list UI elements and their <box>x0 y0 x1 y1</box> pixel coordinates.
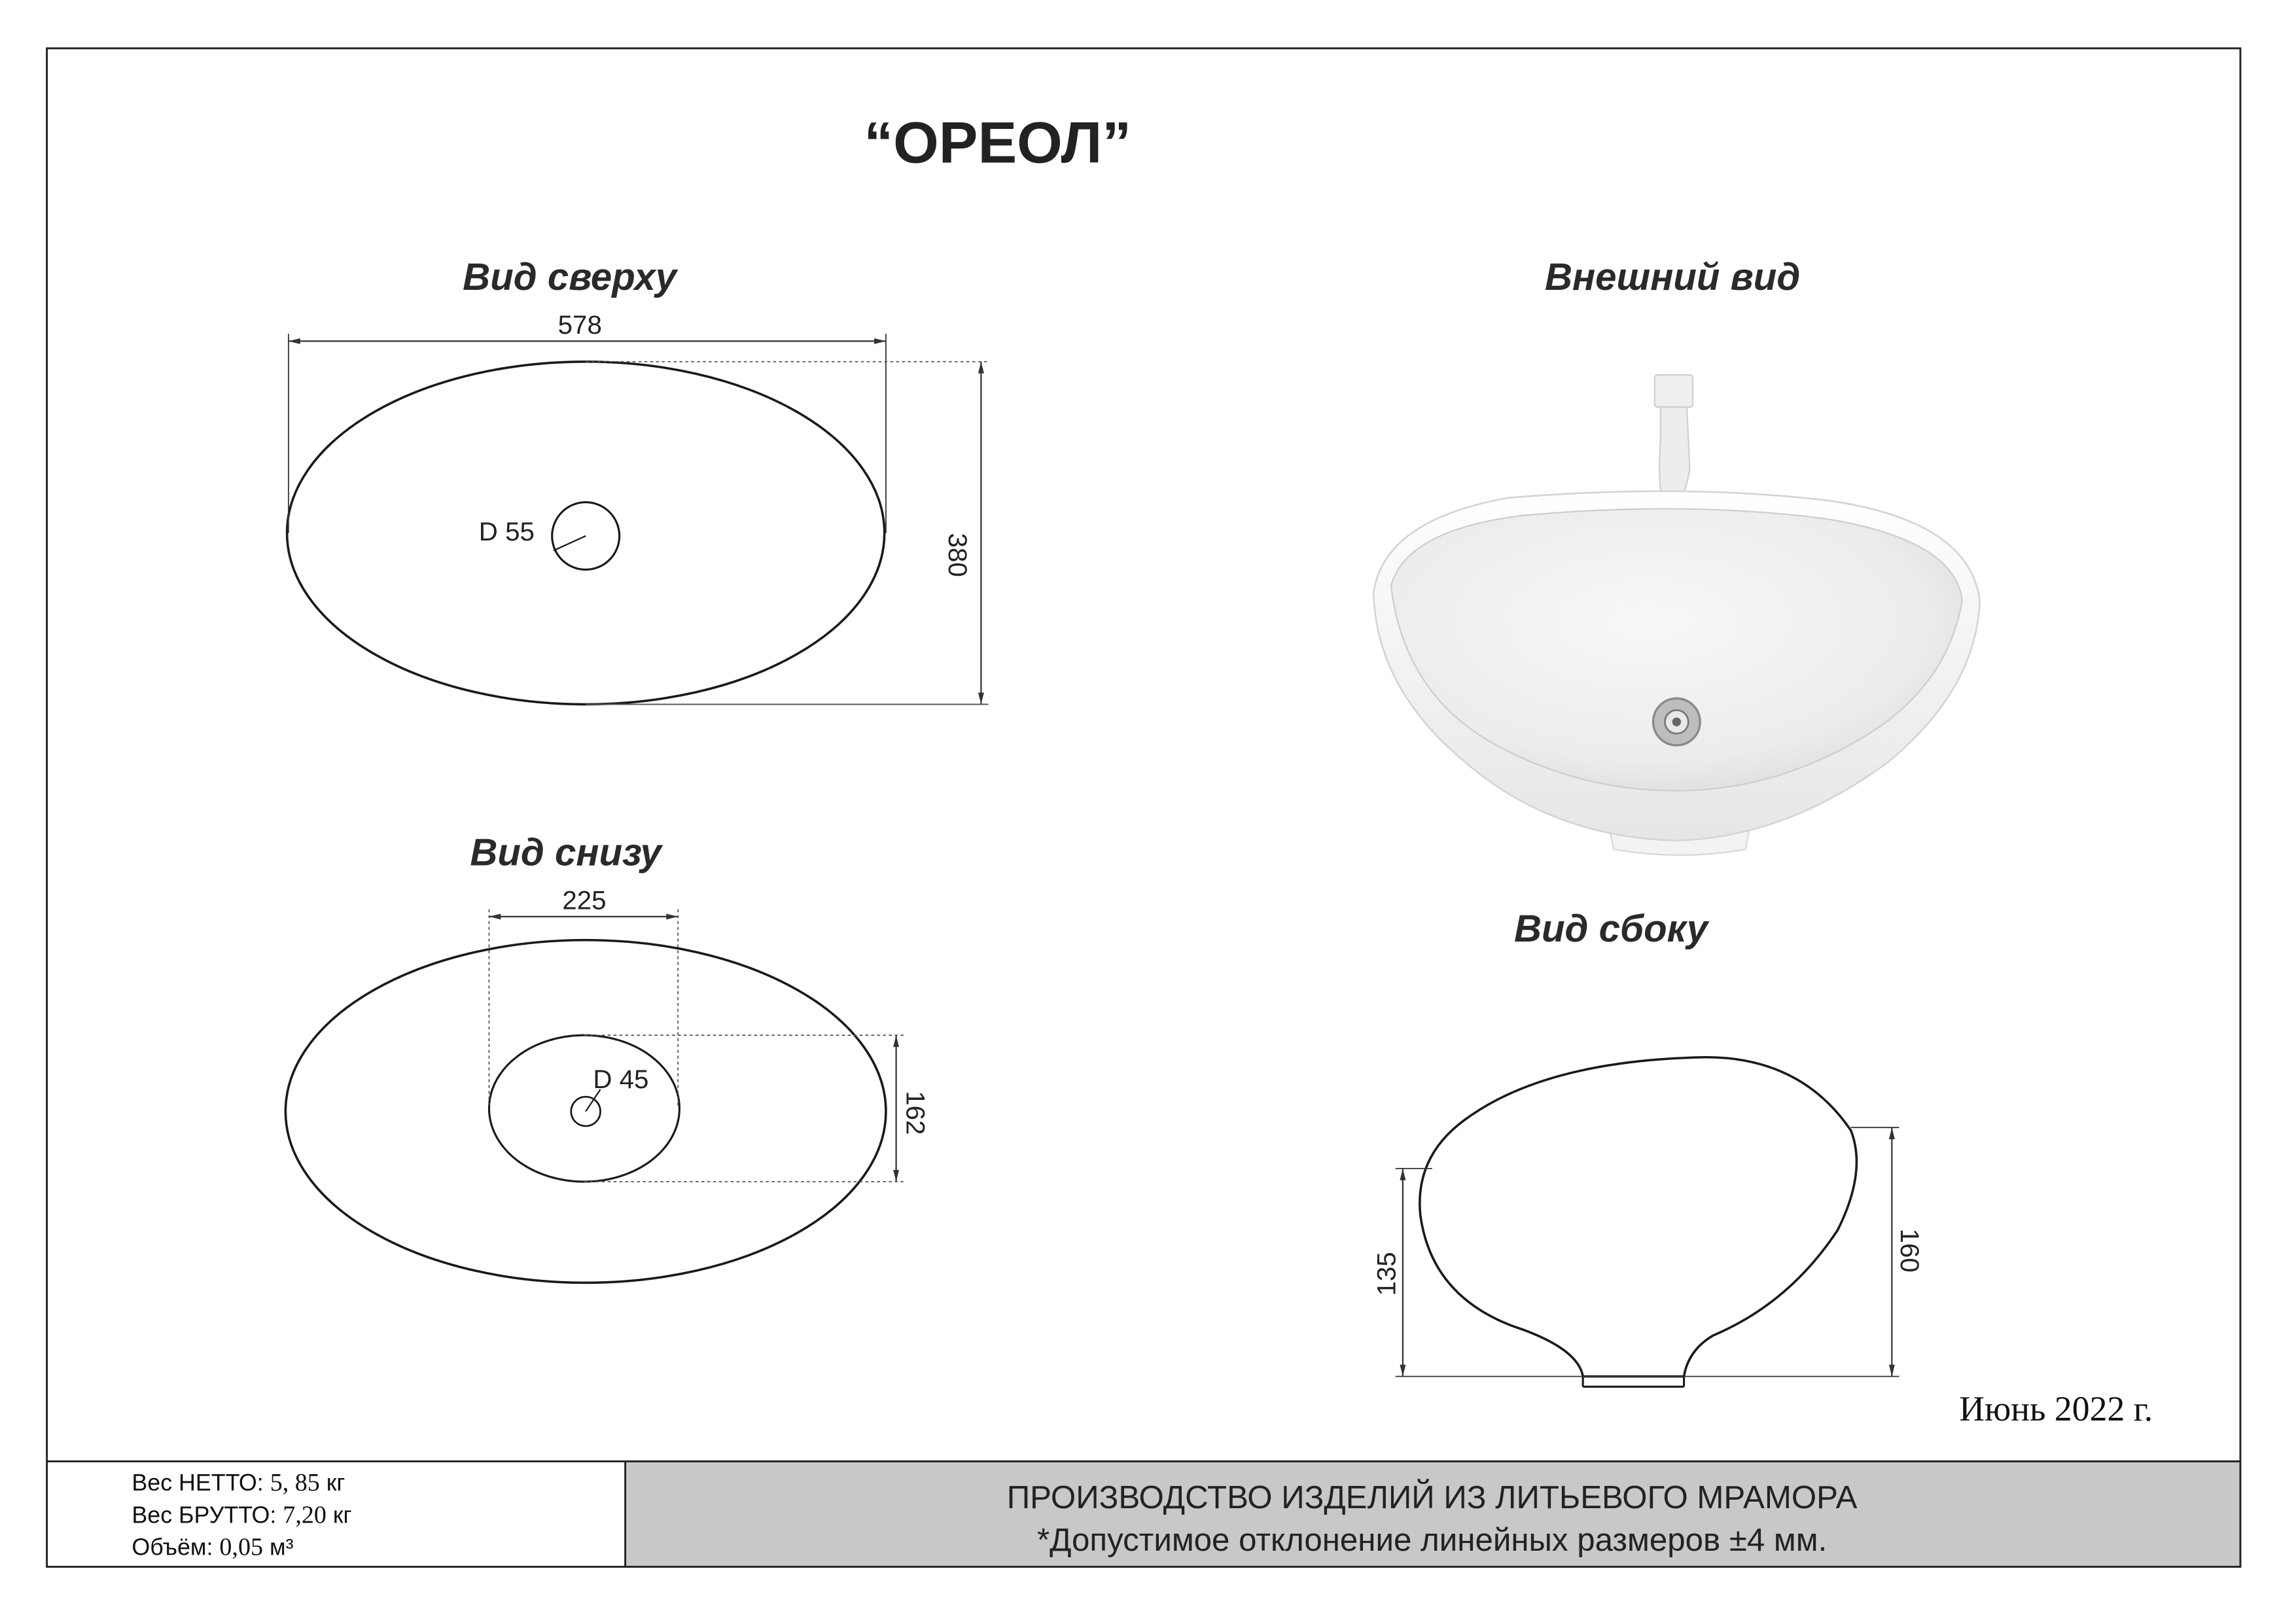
volume-label: Объём: <box>132 1536 213 1561</box>
top-view-drain-circle <box>551 501 621 571</box>
dim-arrow <box>489 913 501 920</box>
exterior-view-render <box>1372 374 1981 856</box>
gross-weight-value: 7,20 <box>283 1500 327 1529</box>
net-weight-value: 5, 85 <box>270 1468 320 1497</box>
basin-bowl <box>1390 508 1963 792</box>
dim-arrow <box>893 1170 900 1182</box>
volume-value: 0,05 <box>219 1533 263 1561</box>
side-view-outline <box>1419 1055 1858 1378</box>
bottom-view-drawing <box>284 909 904 1284</box>
top-width-label: 578 <box>557 310 602 340</box>
dim-arrow <box>893 1035 900 1048</box>
document-date: Июнь 2022 г. <box>1959 1391 2153 1430</box>
top-view-outline <box>285 360 886 706</box>
side-right-height-label: 160 <box>1894 1228 1924 1273</box>
bottom-base-height-label: 162 <box>900 1091 930 1135</box>
net-weight-row: Вес НЕТТО: 5, 85 кг <box>132 1470 345 1496</box>
top-height-label: 380 <box>943 533 972 577</box>
side-left-height-label: 135 <box>1371 1252 1402 1296</box>
dim-arrow <box>1400 1168 1406 1180</box>
gross-weight-unit: кг <box>332 1504 352 1529</box>
volume-unit: м³ <box>269 1536 294 1561</box>
dim-arrow <box>288 338 300 344</box>
product-title: “ОРЕОЛ” <box>864 111 1132 176</box>
dim-arrow <box>666 913 679 920</box>
manufacturer-line: ПРОИЗВОДСТВО ИЗДЕЛИЙ ИЗ ЛИТЬЕВОГО МРАМОР… <box>1006 1479 1858 1516</box>
exterior-view-title: Внешний вид <box>1544 255 1801 299</box>
footer-band <box>624 1460 2242 1568</box>
bottom-view-title: Вид снизу <box>470 830 662 875</box>
top-view-title: Вид сверху <box>463 255 677 299</box>
top-view-drawing <box>285 334 989 706</box>
dim-arrow <box>1888 1364 1895 1377</box>
side-view-title: Вид сбоку <box>1513 906 1708 951</box>
dim-arrow <box>874 338 886 344</box>
volume-row: Объём: 0,05 м³ <box>132 1534 293 1561</box>
drain-leader-line <box>553 535 586 552</box>
side-view-drawing <box>1395 1055 1899 1388</box>
dim-arrow <box>978 361 984 374</box>
drain-leader-line <box>585 1089 601 1112</box>
tolerance-note: *Допустимое отклонение линейных размеров… <box>1036 1521 1828 1559</box>
basin-drain-core <box>1672 717 1682 726</box>
bottom-drain-label: D 45 <box>593 1064 649 1094</box>
dim-arrow <box>978 692 984 705</box>
net-weight-unit: кг <box>326 1472 345 1497</box>
bottom-view-base-ellipse <box>487 1034 680 1183</box>
gross-weight-row: Вес БРУТТО: 7,20 кг <box>132 1502 351 1528</box>
net-weight-label: Вес НЕТТО: <box>132 1472 264 1497</box>
faucet-spout <box>1653 374 1694 408</box>
sheet-frame <box>46 47 2242 1568</box>
bottom-view-drain-circle <box>570 1095 601 1127</box>
bottom-base-width-label: 225 <box>562 885 607 915</box>
dim-arrow <box>1888 1127 1895 1140</box>
dim-arrow <box>1400 1364 1406 1377</box>
top-drain-label: D 55 <box>478 516 535 546</box>
gross-weight-label: Вес БРУТТО: <box>132 1504 277 1529</box>
bottom-view-outline <box>284 938 887 1284</box>
